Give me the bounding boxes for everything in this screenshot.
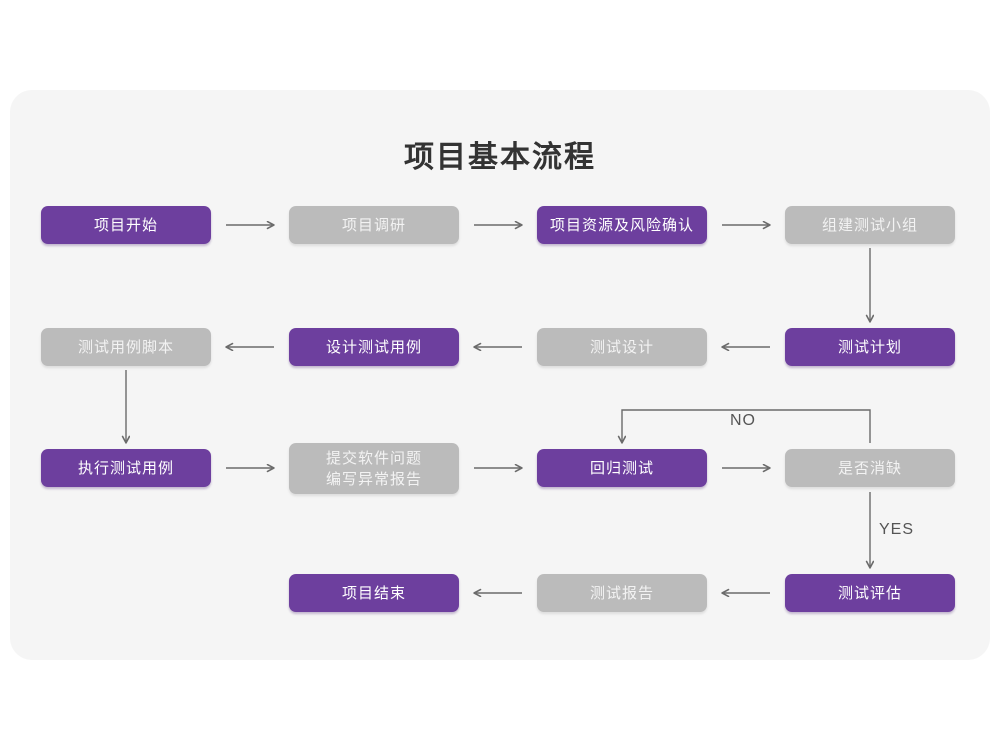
flow-node-line: 测试评估 — [837, 584, 902, 602]
flow-node-label: 测试用例脚本 — [41, 337, 211, 358]
flow-node-line: 编写异常报告 — [325, 470, 422, 488]
flow-node-label: 回归测试 — [537, 458, 707, 479]
flow-node-label: 测试计划 — [785, 337, 955, 358]
flow-node-label: 测试评估 — [785, 583, 955, 604]
flow-node-label: 设计测试用例 — [289, 337, 459, 358]
flow-node-line: 项目调研 — [341, 216, 406, 234]
flow-node-label: 项目结束 — [289, 583, 459, 604]
flow-node-line: 提交软件问题 — [325, 449, 422, 467]
flow-node-line: 执行测试用例 — [77, 459, 174, 477]
flow-node-label: 提交软件问题编写异常报告 — [289, 448, 459, 490]
flow-node-n8[interactable]: 测试计划 — [785, 328, 955, 366]
flow-node-n6[interactable]: 设计测试用例 — [289, 328, 459, 366]
flow-node-label: 项目资源及风险确认 — [537, 215, 707, 236]
edge-label-yes: YES — [879, 521, 915, 538]
flow-node-label: 是否消缺 — [785, 458, 955, 479]
flow-node-n2[interactable]: 项目调研 — [289, 206, 459, 244]
flow-node-line: 测试计划 — [837, 338, 902, 356]
flow-node-n3[interactable]: 项目资源及风险确认 — [537, 206, 707, 244]
flow-node-line: 回归测试 — [589, 459, 654, 477]
flow-node-n9[interactable]: 执行测试用例 — [41, 449, 211, 487]
flow-node-n13[interactable]: 项目结束 — [289, 574, 459, 612]
flow-node-line: 项目开始 — [93, 216, 158, 234]
flow-node-n5[interactable]: 测试用例脚本 — [41, 328, 211, 366]
flow-node-label: 项目调研 — [289, 215, 459, 236]
flow-node-n4[interactable]: 组建测试小组 — [785, 206, 955, 244]
flow-node-n12[interactable]: 是否消缺 — [785, 449, 955, 487]
flow-node-label: 项目开始 — [41, 215, 211, 236]
flow-node-label: 组建测试小组 — [785, 215, 955, 236]
flow-node-label: 测试设计 — [537, 337, 707, 358]
flow-node-line: 项目结束 — [341, 584, 406, 602]
flow-node-line: 测试设计 — [589, 338, 654, 356]
flow-node-n15[interactable]: 测试评估 — [785, 574, 955, 612]
flow-node-n10[interactable]: 提交软件问题编写异常报告 — [289, 443, 459, 494]
edge-label-no: NO — [730, 412, 756, 429]
flow-node-line: 测试用例脚本 — [77, 338, 174, 356]
flow-node-n1[interactable]: 项目开始 — [41, 206, 211, 244]
flow-node-line: 设计测试用例 — [325, 338, 422, 356]
flow-node-line: 组建测试小组 — [821, 216, 918, 234]
flow-node-n11[interactable]: 回归测试 — [537, 449, 707, 487]
flow-node-n14[interactable]: 测试报告 — [537, 574, 707, 612]
page-title: 项目基本流程 — [404, 141, 596, 174]
flow-node-line: 测试报告 — [589, 584, 654, 602]
diagram-panel — [10, 90, 990, 660]
flow-node-label: 测试报告 — [537, 583, 707, 604]
flow-node-line: 是否消缺 — [837, 459, 902, 477]
flow-node-line: 项目资源及风险确认 — [549, 216, 694, 234]
flow-node-label: 执行测试用例 — [41, 458, 211, 479]
flow-node-n7[interactable]: 测试设计 — [537, 328, 707, 366]
